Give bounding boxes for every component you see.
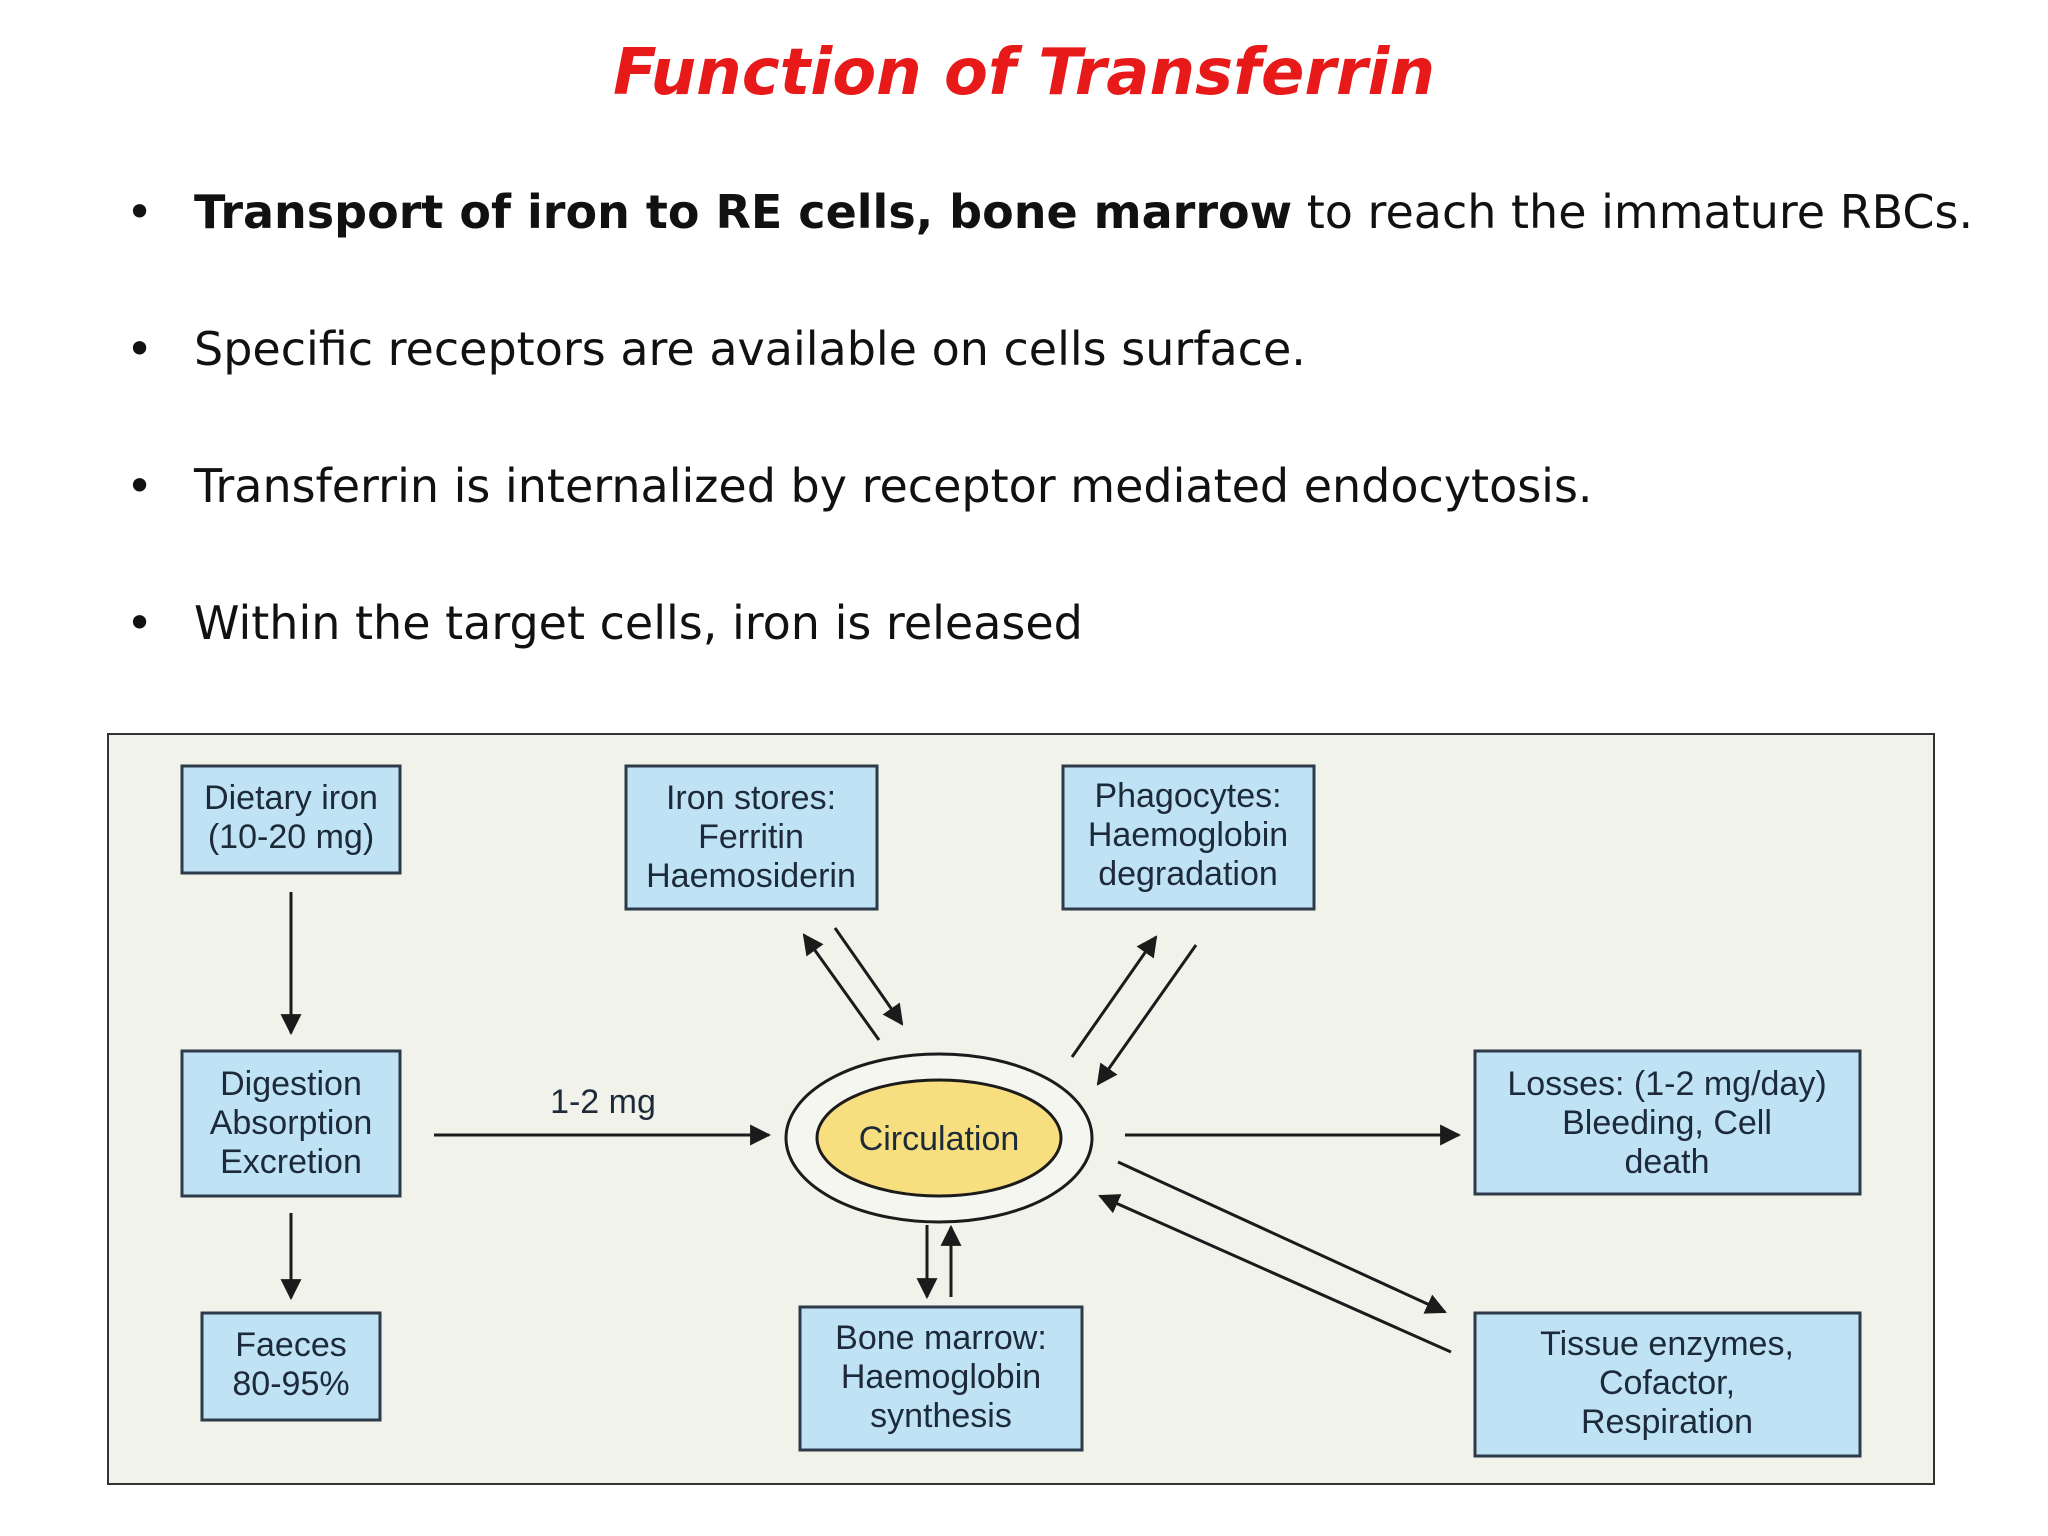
digestion-line-2: Absorption: [210, 1104, 373, 1142]
arrow-phagocytes-to-circulation: [1096, 944, 1198, 1086]
digestion-box: Digestion Absorption Excretion: [180, 1049, 402, 1198]
bullet-text: to reach the immature RBCs.: [1292, 185, 1974, 239]
slide-title: Function of Transferrin: [613, 36, 1435, 110]
arrow-circulation-to-phagocytes: [1070, 935, 1158, 1058]
dietary-iron-line-2: (10-20 mg): [208, 818, 374, 856]
absorption-amount-label: 1-2 mg: [550, 1083, 656, 1121]
circulation-label: Circulation: [859, 1120, 1020, 1158]
arrow-tissue-to-circulation: [1098, 1194, 1452, 1354]
losses-line-3: death: [1624, 1143, 1709, 1181]
phagocytes-line-3: degradation: [1098, 855, 1278, 893]
faeces-line-2: 80-95%: [232, 1365, 349, 1403]
arrow-iron-stores-to-circulation: [833, 927, 904, 1026]
bone-marrow-line-1: Bone marrow:: [835, 1319, 1047, 1357]
phagocytes-box: Phagocytes: Haemoglobin degradation: [1061, 764, 1316, 911]
bone-marrow-box: Bone marrow: Haemoglobin synthesis: [798, 1305, 1084, 1452]
losses-box: Losses: (1-2 mg/day) Bleeding, Cell deat…: [1473, 1049, 1862, 1196]
bullet-list: • Transport of iron to RE cells, bone ma…: [126, 172, 1986, 720]
phagocytes-line-2: Haemoglobin: [1088, 816, 1288, 854]
arrow-circulation-to-iron-stores: [802, 933, 881, 1041]
iron-stores-line-2: Ferritin: [698, 818, 804, 856]
iron-metabolism-diagram: Dietary iron (10-20 mg) Digestion Absorp…: [107, 733, 1935, 1485]
phagocytes-line-1: Phagocytes:: [1094, 777, 1281, 815]
iron-stores-line-3: Haemosiderin: [646, 857, 856, 895]
arrow-circulation-to-tissue: [1117, 1160, 1447, 1314]
bullet-dot-icon: •: [126, 596, 154, 650]
faeces-box: Faeces 80-95%: [200, 1311, 382, 1422]
circulation-node: Circulation: [784, 1052, 1094, 1224]
bullet-item: • Within the target cells, iron is relea…: [126, 583, 1986, 720]
bullet-text: Transferrin is internalized by receptor …: [194, 459, 1593, 513]
digestion-line-3: Excretion: [220, 1143, 362, 1181]
tissue-enzymes-box: Tissue enzymes, Cofactor, Respiration: [1473, 1311, 1862, 1458]
bullet-item: • Transport of iron to RE cells, bone ma…: [126, 172, 1986, 309]
faeces-line-1: Faeces: [235, 1326, 347, 1364]
bone-marrow-line-2: Haemoglobin: [841, 1358, 1041, 1396]
tissue-line-3: Respiration: [1581, 1403, 1753, 1441]
bone-marrow-line-3: synthesis: [870, 1397, 1012, 1435]
bullet-item: • Transferrin is internalized by recepto…: [126, 446, 1986, 583]
dietary-iron-line-1: Dietary iron: [204, 779, 378, 817]
dietary-iron-box: Dietary iron (10-20 mg): [180, 764, 402, 875]
digestion-line-1: Digestion: [220, 1065, 362, 1103]
losses-line-2: Bleeding, Cell: [1562, 1104, 1772, 1142]
bullet-dot-icon: •: [126, 459, 154, 513]
bullet-text: Within the target cells, iron is release…: [194, 596, 1083, 650]
tissue-line-1: Tissue enzymes,: [1540, 1325, 1794, 1363]
losses-line-1: Losses: (1-2 mg/day): [1507, 1065, 1826, 1103]
bullet-bold-text: Transport of iron to RE cells, bone marr…: [194, 185, 1293, 239]
iron-stores-line-1: Iron stores:: [666, 779, 836, 817]
bullet-item: • Specific receptors are available on ce…: [126, 309, 1986, 446]
iron-stores-box: Iron stores: Ferritin Haemosiderin: [624, 764, 879, 911]
tissue-line-2: Cofactor,: [1599, 1364, 1735, 1402]
bullet-dot-icon: •: [126, 322, 154, 376]
bullet-dot-icon: •: [126, 185, 154, 239]
bullet-text: Specific receptors are available on cell…: [194, 322, 1306, 376]
